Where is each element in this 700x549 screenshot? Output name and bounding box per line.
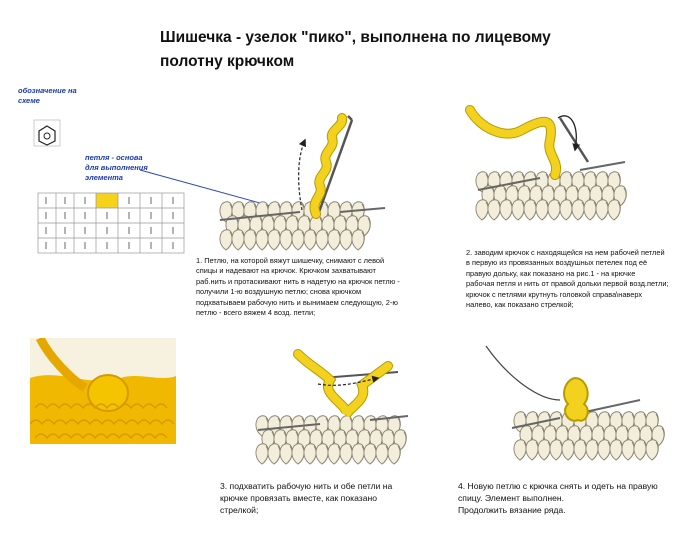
highlighted-cell xyxy=(96,193,118,208)
knitted-sample-photo xyxy=(30,338,176,444)
step-3-caption: 3. подхватить рабочую нить и обе петли н… xyxy=(220,480,440,516)
figure-1 xyxy=(220,116,385,250)
knitting-chart-grid xyxy=(38,193,184,253)
direction-arrow xyxy=(299,140,305,210)
yarn-loops-2 xyxy=(470,110,556,175)
step-1-caption: 1. Петлю, на которой вяжут шишечку, сним… xyxy=(196,256,436,318)
step-2-caption: 2. заводим крючок с находящейся на нем р… xyxy=(466,248,691,310)
figure-2 xyxy=(470,110,626,220)
step-4-caption: 4. Новую петлю с крючка снять и одеть на… xyxy=(458,480,694,516)
figure-4 xyxy=(486,346,664,460)
figure-3 xyxy=(256,354,408,464)
cone-symbol-icon xyxy=(34,120,60,146)
finished-picot xyxy=(564,378,588,421)
working-yarn xyxy=(486,346,560,400)
